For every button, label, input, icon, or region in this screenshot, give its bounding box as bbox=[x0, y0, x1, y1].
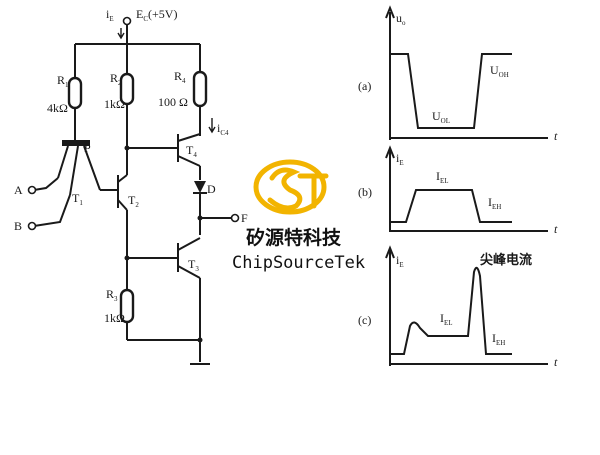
graph-c: iE t (c) IEL IEH 尖峰电流 bbox=[358, 245, 558, 369]
supply-terminal bbox=[122, 16, 132, 26]
input-b-label: B bbox=[14, 219, 22, 233]
supply-label: EC(+5V) bbox=[136, 7, 177, 23]
graph-b-panel-label: (b) bbox=[358, 185, 372, 199]
r3-value: 1kΩ bbox=[104, 311, 125, 325]
graph-a: uo t (a) UOL UOH bbox=[358, 5, 558, 143]
graph-c-y-label: iE bbox=[396, 253, 404, 269]
graph-a-high-level: UOH bbox=[490, 63, 509, 79]
output-f-terminal bbox=[230, 213, 240, 223]
graph-c-low-level: IEL bbox=[440, 311, 453, 327]
r3-label: R3 bbox=[106, 287, 118, 303]
diode-label: D bbox=[207, 182, 216, 196]
r1-value: 4kΩ bbox=[47, 101, 68, 115]
graph-b: iE t (b) IEL IEH bbox=[358, 145, 558, 236]
input-b-terminal bbox=[27, 221, 37, 231]
supply-current-arrow bbox=[117, 28, 125, 40]
t2-label: T2 bbox=[128, 193, 139, 209]
r4-label: R4 bbox=[174, 69, 186, 85]
output-f-label: F bbox=[241, 211, 248, 225]
brand-name-en: ChipSourceTek bbox=[232, 253, 365, 273]
graph-c-high-level: IEH bbox=[492, 331, 505, 347]
diode-d bbox=[194, 181, 206, 193]
supply-current-label: iE bbox=[106, 7, 114, 23]
graph-b-waveform bbox=[390, 189, 512, 223]
t1-emitter-a bbox=[33, 177, 59, 191]
r2-label: R2 bbox=[110, 71, 122, 87]
watermark: 矽源特科技 ChipSourceTek bbox=[232, 159, 365, 273]
r1-label: R1 bbox=[57, 73, 69, 89]
t3-label: T3 bbox=[188, 257, 199, 273]
ttl-circuit: iE EC(+5V) R1 4kΩ P T1 A B R2 1kΩ T bbox=[14, 7, 248, 365]
graph-b-x-label: t bbox=[554, 222, 558, 236]
graph-a-panel-label: (a) bbox=[358, 79, 371, 93]
brand-name-cn: 矽源特科技 bbox=[246, 226, 342, 249]
r4-value: 100 Ω bbox=[158, 95, 188, 109]
resistor-r4 bbox=[192, 70, 208, 108]
t4-current-label: iC4 bbox=[217, 121, 229, 137]
t1-label: T1 bbox=[72, 191, 83, 207]
transistor-t1-base bbox=[62, 140, 90, 146]
graph-a-x-label: t bbox=[554, 129, 558, 143]
node-p-label: P bbox=[84, 141, 91, 155]
t4-label: T4 bbox=[186, 143, 197, 159]
graph-a-y-label: uo bbox=[396, 11, 406, 27]
resistor-r1 bbox=[67, 76, 83, 110]
graph-c-x-label: t bbox=[554, 355, 558, 369]
r2-value: 1kΩ bbox=[104, 97, 125, 111]
graph-b-low-level: IEL bbox=[436, 169, 449, 185]
graph-a-low-level: UOL bbox=[432, 109, 450, 125]
brand-logo-icon bbox=[253, 159, 329, 215]
graph-b-high-level: IEH bbox=[488, 195, 501, 211]
graph-a-waveform bbox=[390, 53, 512, 129]
t4-current-arrow bbox=[208, 118, 216, 134]
t1-emitter-b bbox=[33, 194, 71, 227]
input-a-label: A bbox=[14, 183, 23, 197]
graph-b-y-label: iE bbox=[396, 151, 404, 167]
graph-c-panel-label: (c) bbox=[358, 313, 371, 327]
graph-c-waveform bbox=[390, 266, 512, 355]
graph-c-peak-annotation: 尖峰电流 bbox=[480, 252, 532, 267]
input-a-terminal bbox=[27, 185, 37, 195]
